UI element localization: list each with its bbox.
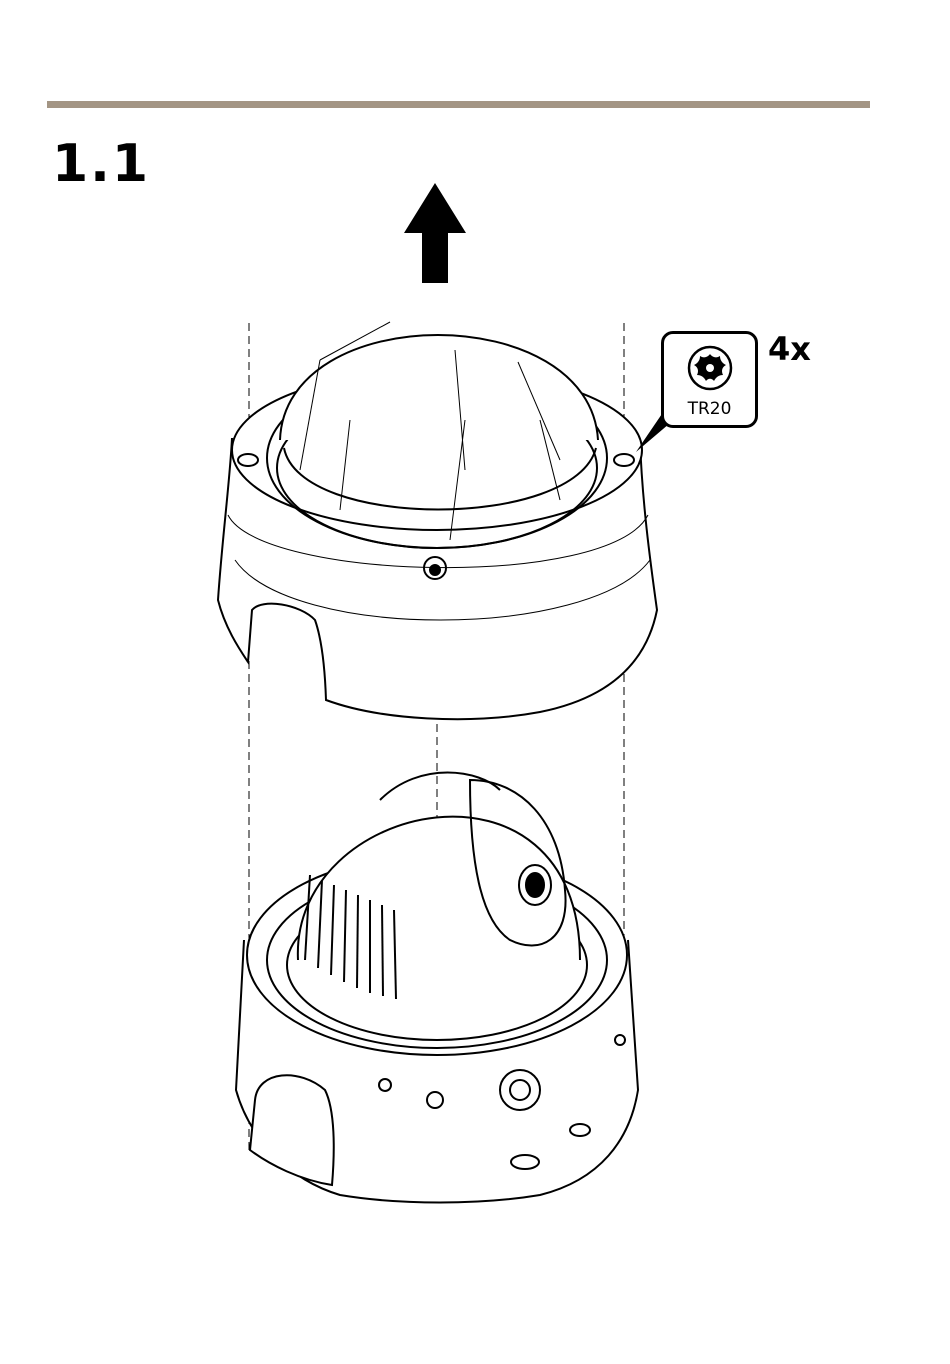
- tool-size-label: TR20: [664, 399, 755, 419]
- lift-direction-arrow-icon: [404, 183, 466, 283]
- tool-callout: TR20: [661, 331, 758, 428]
- dome-cover: [218, 322, 657, 719]
- torx-screwdriver-icon: [686, 344, 734, 392]
- screw-quantity-label: 4x: [768, 330, 811, 368]
- camera-body: [236, 773, 638, 1203]
